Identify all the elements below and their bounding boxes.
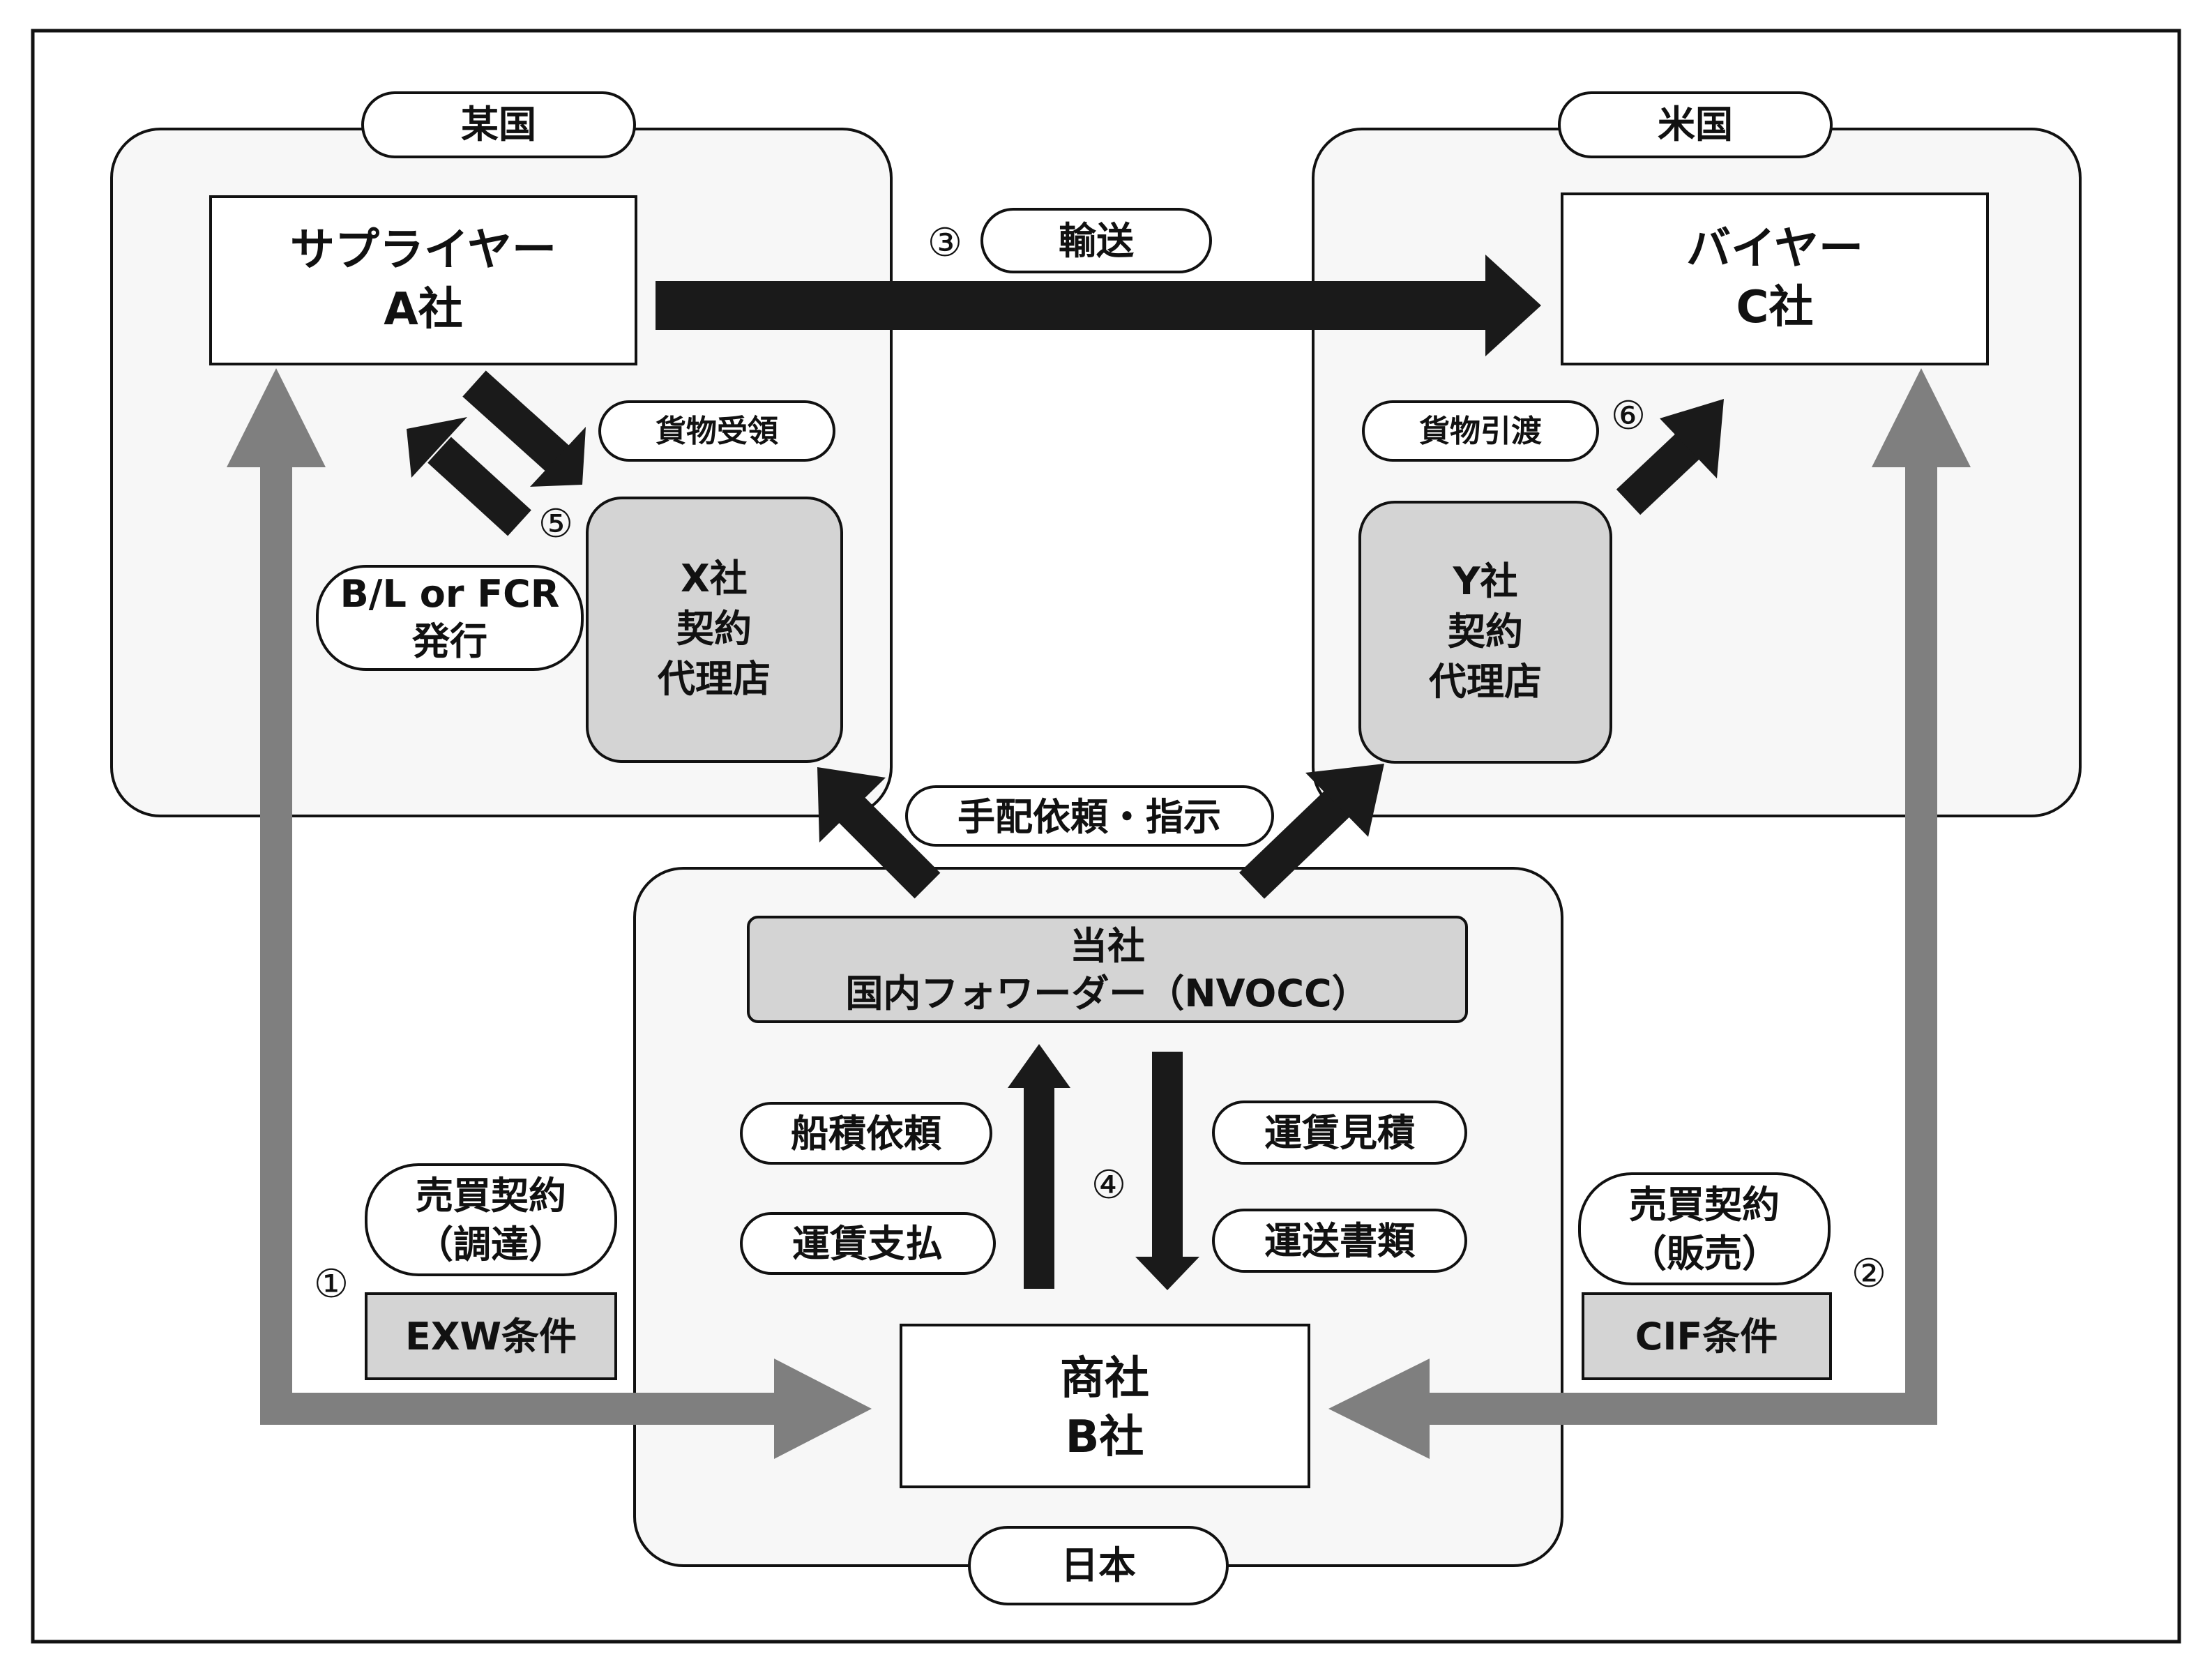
shipping-docs-label: 運送書類 [1264, 1219, 1416, 1263]
our-company-role: 国内フォワーダー（NVOCC） [845, 971, 1369, 1015]
supplier-to-agent-x-head [530, 427, 586, 487]
step-1-marker: ① [314, 1262, 349, 1307]
sale-line [1416, 467, 1937, 1425]
transport-label: 輸送 [1059, 219, 1134, 263]
agent-x-name: X社 [681, 557, 748, 600]
trading-company-role: 商社 [1060, 1353, 1149, 1405]
step-4-marker: ④ [1091, 1163, 1126, 1208]
transport-pill [980, 208, 1212, 273]
exw-term-box [365, 1292, 617, 1380]
buyer-box [1561, 192, 1989, 365]
our-company-to-agent-y-arrow [1238, 764, 1384, 899]
bl-issue-pill [316, 565, 584, 671]
quote-down-shaft [1152, 1052, 1183, 1261]
step-2-marker: ② [1851, 1251, 1886, 1296]
agent-x-to-supplier-head [407, 417, 467, 478]
step-3-marker: ③ [927, 220, 962, 266]
loading-request-pill [740, 1102, 992, 1165]
procure-arrowhead-right [774, 1359, 872, 1459]
agent-x-contract: 契約 [676, 607, 752, 651]
contract-sale-label-line1: 売買契約 [1629, 1183, 1780, 1227]
shipping-docs-pill [1212, 1209, 1467, 1273]
our-company-box [747, 916, 1468, 1023]
trading-company-box [900, 1324, 1310, 1488]
supplier-box [209, 195, 637, 365]
region-label-japan-pill [968, 1526, 1229, 1605]
quote-down-arrow [1135, 1052, 1199, 1290]
agent-y-name: Y社 [1452, 559, 1517, 603]
freight-quote-pill [1212, 1100, 1467, 1165]
cif-term-label: CIF条件 [1635, 1315, 1778, 1359]
contract-flow-procure [227, 368, 872, 1459]
our-company-to-agent-y-head [1305, 764, 1384, 837]
cargo-delivery-label: 貨物引渡 [1419, 414, 1542, 449]
step-6-marker: ⑥ [1611, 393, 1646, 439]
our-company-to-agent-x-shaft [838, 796, 941, 899]
freight-payment-label: 運賃支払 [792, 1222, 943, 1266]
our-company-name: 当社 [1070, 924, 1145, 968]
bl-issue-label-line2: 発行 [412, 619, 487, 663]
transport-arrow [656, 255, 1541, 356]
contract-procure-label-line1: 売買契約 [416, 1174, 566, 1218]
sale-arrowhead-left [1328, 1359, 1430, 1459]
contract-sale-label-line2: （販売） [1629, 1232, 1780, 1276]
region-label-some-country-pill [361, 91, 636, 158]
contract-sale-pill [1578, 1172, 1831, 1285]
buyer-company: C社 [1736, 282, 1814, 333]
supplier-name: サプライヤー [290, 225, 556, 276]
contract-procure-label-line2: （調達） [416, 1223, 566, 1266]
cargo-receipt-pill [598, 400, 835, 462]
region-label-japan: 日本 [1061, 1543, 1136, 1587]
exw-term-label: EXW条件 [405, 1315, 577, 1359]
supplier-to-agent-x-arrow [462, 370, 586, 487]
our-company-to-agent-x-arrow [817, 767, 941, 899]
request-up-shaft [1024, 1084, 1054, 1289]
agent-y-box [1358, 501, 1612, 764]
contract-flow-sale [1328, 368, 1971, 1459]
quote-down-head [1135, 1257, 1199, 1290]
agent-y-to-buyer-shaft [1616, 433, 1700, 515]
agent-x-to-supplier-shaft [427, 437, 531, 536]
arrangement-pill [905, 785, 1274, 847]
bl-issue-label-line1: B/L or FCR [340, 572, 560, 616]
agent-x-to-supplier-arrow [407, 417, 531, 536]
procure-arrowhead-up [227, 368, 326, 467]
request-up-head [1008, 1044, 1070, 1088]
cargo-receipt-label: 貨物受領 [656, 414, 778, 449]
our-company-to-agent-y-shaft [1238, 789, 1352, 899]
buyer-name: バイヤー [1686, 223, 1863, 275]
agent-y-to-buyer-head [1660, 399, 1724, 478]
supplier-to-agent-x-shaft [462, 370, 570, 472]
region-label-some-country: 某国 [461, 103, 536, 146]
request-up-arrow [1008, 1044, 1070, 1289]
arrangement-label: 手配依頼・指示 [957, 795, 1221, 839]
agent-y-to-buyer-arrow [1616, 399, 1724, 515]
agent-x-box [586, 497, 843, 763]
supplier-company: A社 [384, 284, 463, 335]
agent-y-role: 代理店 [1428, 660, 1542, 704]
transport-arrow-shaft [656, 281, 1492, 330]
freight-payment-pill [740, 1212, 996, 1275]
step-5-marker: ⑤ [538, 501, 573, 547]
trading-company-name: B社 [1066, 1412, 1144, 1463]
region-label-usa-pill [1558, 91, 1833, 158]
cif-term-box [1582, 1292, 1832, 1380]
cargo-delivery-pill [1362, 400, 1599, 462]
agent-x-role: 代理店 [657, 657, 771, 701]
region-label-usa: 米国 [1658, 103, 1733, 146]
contract-procure-pill [365, 1163, 617, 1276]
freight-quote-label: 運賃見積 [1264, 1111, 1415, 1155]
procure-line [260, 467, 788, 1425]
agent-y-contract: 契約 [1448, 610, 1523, 653]
our-company-to-agent-x-head [817, 767, 886, 842]
sale-arrowhead-up [1872, 368, 1971, 467]
loading-request-label: 船積依頼 [791, 1112, 942, 1156]
transport-arrow-head [1485, 255, 1541, 356]
